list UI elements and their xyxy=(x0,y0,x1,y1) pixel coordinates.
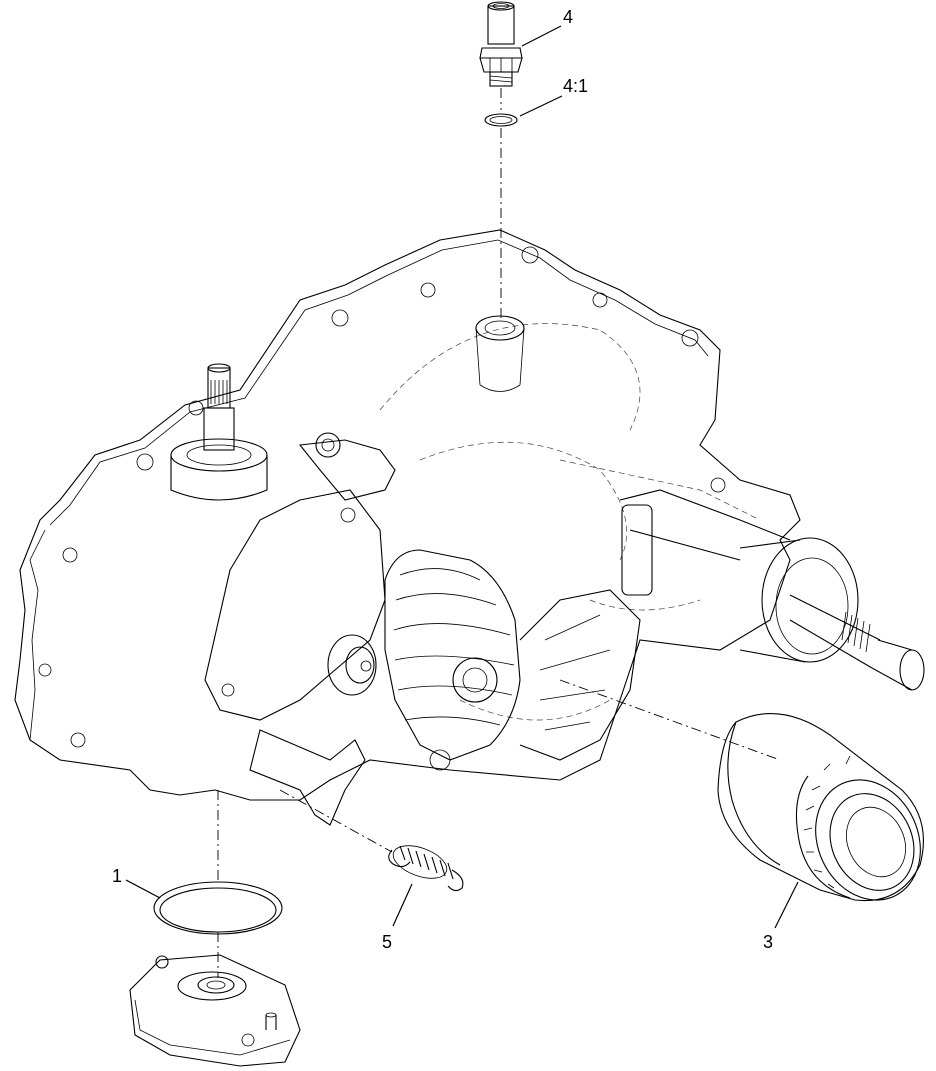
leader-part-4-1 xyxy=(519,95,563,117)
output-axle xyxy=(619,489,925,691)
leader-part-1 xyxy=(125,879,161,899)
leader-part-5 xyxy=(392,883,413,927)
input-shaft xyxy=(170,363,268,501)
callout-part-5: 5 xyxy=(382,932,393,952)
gear-cluster xyxy=(384,549,641,771)
callout-part-4: 4 xyxy=(563,7,574,27)
seal-ring-part-1 xyxy=(153,881,283,935)
filter-base-plate xyxy=(129,954,301,1067)
o-ring-part-4-1 xyxy=(484,113,518,127)
centerline-part-3 xyxy=(559,679,781,761)
callout-part-1: 1 xyxy=(112,866,123,886)
leader-part-3 xyxy=(774,881,799,929)
oil-filter-part-3 xyxy=(717,712,924,902)
control-arm xyxy=(204,432,396,826)
callout-part-3: 3 xyxy=(763,932,774,952)
fitting-part-4 xyxy=(479,1,523,87)
transaxle-housing xyxy=(14,229,925,826)
leader-part-4 xyxy=(521,25,562,47)
callout-part-4-1: 4:1 xyxy=(563,76,589,96)
centerline-part-5 xyxy=(279,789,393,853)
spring-part-5 xyxy=(388,845,464,892)
